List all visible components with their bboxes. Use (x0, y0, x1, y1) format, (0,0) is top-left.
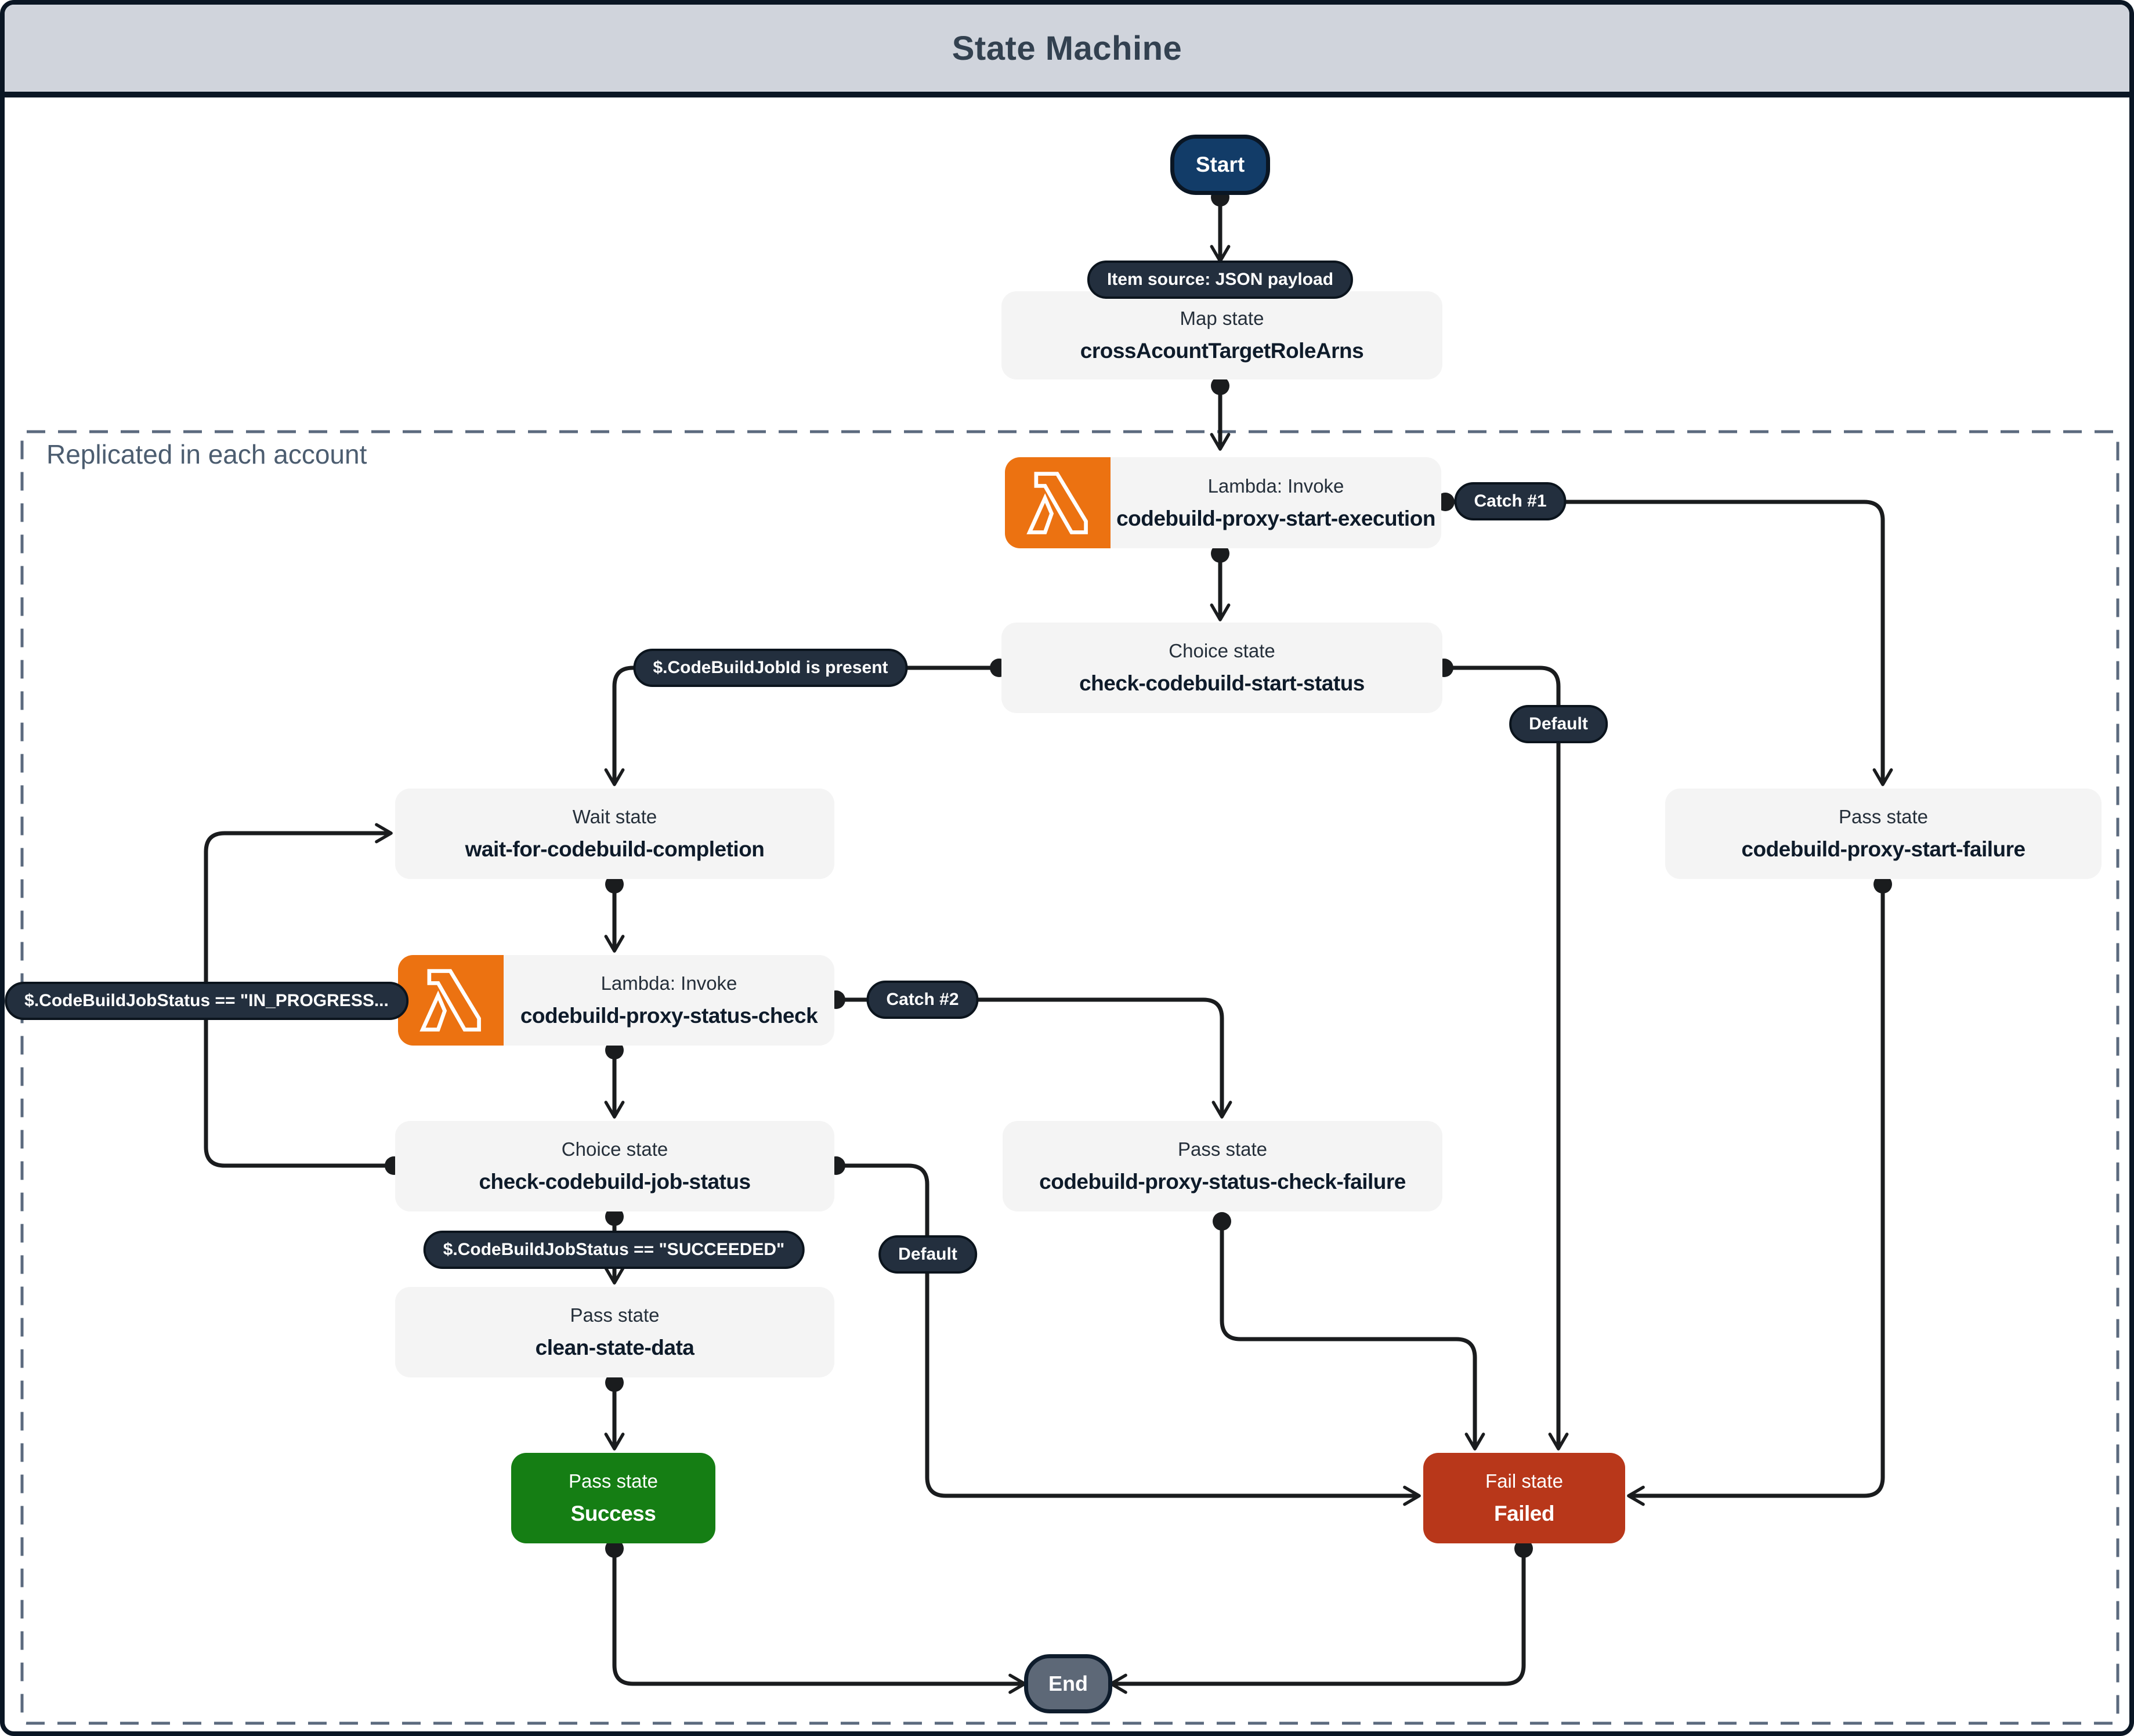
state-name-label: codebuild-proxy-start-execution (1116, 506, 1435, 530)
edge-label-default-job: Default (878, 1235, 977, 1274)
edge-success-to-end (612, 1547, 1026, 1694)
edge-label-in-progress: $.CodeBuildJobStatus == "IN_PROGRESS... (5, 982, 408, 1020)
state-pass-codebuild-proxy-status-check-failure[interactable]: Pass state codebuild-proxy-status-check-… (1003, 1121, 1442, 1211)
state-choice-check-codebuild-job-status[interactable]: Choice state check-codebuild-job-status (395, 1121, 834, 1211)
state-lambda-codebuild-proxy-start-execution[interactable]: Lambda: Invoke codebuild-proxy-start-exe… (1005, 457, 1441, 548)
state-pass-success[interactable]: Pass state Success (511, 1453, 715, 1543)
lambda-icon (398, 955, 504, 1046)
state-name-label: wait-for-codebuild-completion (465, 837, 765, 861)
state-name-label: check-codebuild-start-status (1079, 671, 1365, 695)
state-choice-check-codebuild-start-status[interactable]: Choice state check-codebuild-start-statu… (1001, 623, 1442, 713)
edge-jobid-present-to-wait (604, 666, 999, 786)
state-type-label: Choice state (1169, 640, 1275, 661)
state-name-label: codebuild-proxy-status-check (520, 1004, 818, 1028)
lambda-icon (1005, 457, 1111, 548)
edge-status-failure-to-failed (1220, 1220, 1485, 1451)
edge-label-default-start: Default (1509, 705, 1608, 743)
edge-catch2-to-status-failure (836, 997, 1232, 1119)
state-type-label: Map state (1180, 308, 1264, 329)
end-node: End (1024, 1654, 1112, 1713)
state-map-crossacount-target-role-arns[interactable]: Map state crossAcountTargetRoleArns (1001, 291, 1442, 379)
edge-default-start-to-failed (1444, 666, 1569, 1451)
state-type-label: Wait state (572, 806, 657, 827)
state-type-label: Lambda: Invoke (1207, 475, 1344, 497)
state-name-label: check-codebuild-job-status (479, 1170, 751, 1194)
start-node: Start (1170, 135, 1270, 195)
state-type-label: Fail state (1485, 1470, 1563, 1492)
edge-start-failure-to-failed (1627, 883, 1885, 1506)
edge-label-catch-1: Catch #1 (1454, 482, 1567, 520)
state-wait-for-codebuild-completion[interactable]: Wait state wait-for-codebuild-completion (395, 789, 834, 879)
state-name-label: codebuild-proxy-status-check-failure (1039, 1170, 1406, 1194)
state-type-label: Choice state (561, 1138, 668, 1160)
edge-label-item-source: Item source: JSON payload (1087, 261, 1354, 299)
state-pass-clean-state-data[interactable]: Pass state clean-state-data (395, 1287, 834, 1377)
state-pass-codebuild-proxy-start-failure[interactable]: Pass state codebuild-proxy-start-failure (1665, 789, 2102, 879)
state-name-label: Failed (1494, 1502, 1554, 1525)
state-type-label: Pass state (1177, 1138, 1268, 1160)
state-type-label: Lambda: Invoke (601, 972, 737, 994)
state-type-label: Pass state (568, 1470, 659, 1492)
edge-failed-to-end (1109, 1547, 1526, 1694)
state-name-label: Success (570, 1502, 656, 1525)
edge-default-job-to-failed (836, 1163, 1421, 1506)
state-name-label: codebuild-proxy-start-failure (1741, 837, 2026, 861)
state-type-label: Pass state (570, 1304, 660, 1326)
edge-label-catch-2: Catch #2 (866, 981, 979, 1019)
page-title: State Machine (952, 29, 1182, 67)
state-fail-failed[interactable]: Fail state Failed (1423, 1453, 1625, 1543)
edge-label-jobid-present: $.CodeBuildJobId is present (633, 649, 908, 687)
state-type-label: Pass state (1838, 806, 1929, 827)
edge-label-succeeded: $.CodeBuildJobStatus == "SUCCEEDED" (423, 1231, 805, 1269)
connector-layer (20, 188, 2119, 1725)
state-name-label: crossAcountTargetRoleArns (1080, 339, 1364, 363)
replication-dashed-border (20, 430, 2119, 1725)
state-lambda-codebuild-proxy-status-check[interactable]: Lambda: Invoke codebuild-proxy-status-ch… (398, 955, 834, 1046)
edge-catch1-to-start-failure (1445, 500, 1893, 786)
state-name-label: clean-state-data (535, 1336, 695, 1359)
title-bar: State Machine (5, 5, 2129, 97)
replication-region-label: Replicated in each account (46, 439, 367, 469)
